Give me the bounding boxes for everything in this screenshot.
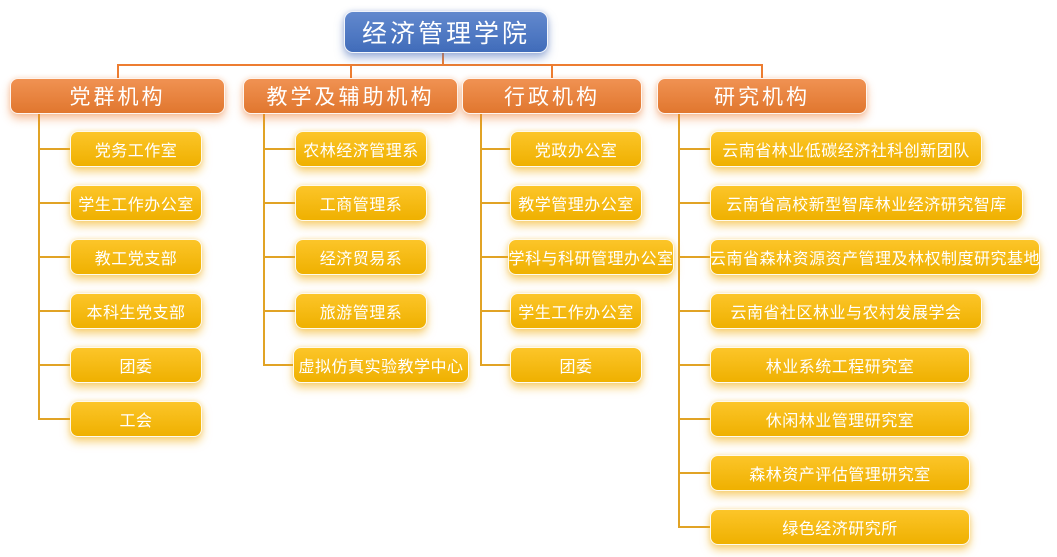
org-node-label: 学科与科研管理办公室	[508, 251, 674, 268]
group-header-teaching-support: 教学及辅助机构	[243, 78, 458, 114]
root-node: 经济管理学院	[344, 11, 548, 53]
org-node: 经济贸易系	[295, 239, 427, 275]
org-node: 工商管理系	[295, 185, 427, 221]
connector-line	[38, 256, 71, 258]
connector-line	[350, 64, 352, 78]
org-node-label: 党务工作室	[94, 143, 178, 160]
org-node-label: 教工党支部	[94, 251, 178, 268]
org-node-label: 工商管理系	[319, 197, 403, 214]
org-node: 森林资产评估管理研究室	[710, 455, 970, 491]
org-node: 休闲林业管理研究室	[710, 401, 970, 437]
connector-line	[117, 64, 119, 78]
org-node-label: 云南省高校新型智库林业经济研究智库	[726, 197, 1007, 214]
connector-line	[678, 472, 711, 474]
connector-line	[263, 256, 296, 258]
org-node: 林业系统工程研究室	[710, 347, 970, 383]
group-header-label: 研究机构	[714, 86, 810, 109]
connector-line	[678, 202, 711, 204]
connector-line	[678, 364, 711, 366]
connector-line	[480, 364, 511, 366]
connector-line	[678, 148, 711, 150]
connector-line	[678, 256, 711, 258]
connector-line	[38, 418, 71, 420]
root-node-label: 经济管理学院	[361, 20, 530, 48]
group-header-label: 教学及辅助机构	[266, 86, 435, 109]
connector-line	[38, 364, 71, 366]
org-node: 云南省森林资源资产管理及林权制度研究基地	[710, 239, 1040, 275]
org-node-label: 学生工作办公室	[78, 197, 194, 214]
org-node: 云南省社区林业与农村发展学会	[710, 293, 982, 329]
connector-line	[442, 52, 444, 65]
group-header-party-mass: 党群机构	[10, 78, 225, 114]
org-node-label: 农林经济管理系	[303, 143, 419, 160]
connector-line	[480, 202, 511, 204]
org-node-label: 旅游管理系	[319, 305, 403, 322]
org-node-label: 绿色经济研究所	[782, 521, 898, 538]
org-node: 本科生党支部	[70, 293, 202, 329]
org-node-label: 云南省林业低碳经济社科创新团队	[722, 143, 970, 160]
org-node-label: 林业系统工程研究室	[765, 359, 915, 376]
org-node: 团委	[510, 347, 642, 383]
org-node: 团委	[70, 347, 202, 383]
org-node: 教学管理办公室	[510, 185, 642, 221]
connector-line	[480, 310, 511, 312]
group-header-research: 研究机构	[657, 78, 867, 114]
org-node: 云南省林业低碳经济社科创新团队	[710, 131, 982, 167]
connector-line	[480, 148, 511, 150]
org-node-label: 虚拟仿真实验教学中心	[298, 359, 464, 376]
connector-line	[263, 364, 294, 366]
org-node-label: 工会	[119, 413, 153, 430]
connector-line	[551, 64, 553, 78]
connector-line	[263, 114, 265, 365]
org-node: 党政办公室	[510, 131, 642, 167]
org-node-label: 云南省社区林业与农村发展学会	[730, 305, 962, 322]
org-node: 绿色经济研究所	[710, 509, 970, 545]
org-node: 学生工作办公室	[510, 293, 642, 329]
connector-line	[263, 310, 296, 312]
org-node: 农林经济管理系	[295, 131, 427, 167]
org-node: 云南省高校新型智库林业经济研究智库	[710, 185, 1023, 221]
org-node-label: 休闲林业管理研究室	[765, 413, 915, 430]
org-node: 虚拟仿真实验教学中心	[293, 347, 469, 383]
connector-line	[38, 310, 71, 312]
org-node-label: 党政办公室	[534, 143, 618, 160]
org-node-label: 团委	[559, 359, 593, 376]
org-node-label: 经济贸易系	[319, 251, 403, 268]
org-node-label: 本科生党支部	[86, 305, 186, 322]
connector-line	[480, 114, 482, 365]
group-header-label: 行政机构	[504, 86, 600, 109]
org-node: 党务工作室	[70, 131, 202, 167]
connector-line	[480, 256, 509, 258]
org-node-label: 森林资产评估管理研究室	[749, 467, 931, 484]
org-node-label: 云南省森林资源资产管理及林权制度研究基地	[710, 251, 1041, 268]
connector-line	[678, 418, 711, 420]
connector-line	[263, 202, 296, 204]
connector-line	[678, 310, 711, 312]
connector-line	[38, 202, 71, 204]
connector-line	[117, 64, 762, 66]
org-node-label: 团委	[119, 359, 153, 376]
group-header-label: 党群机构	[69, 86, 166, 109]
org-node: 旅游管理系	[295, 293, 427, 329]
connector-line	[678, 114, 680, 527]
org-node-label: 学生工作办公室	[518, 305, 634, 322]
org-node: 学生工作办公室	[70, 185, 202, 221]
connector-line	[38, 114, 40, 419]
connector-line	[761, 64, 763, 78]
group-header-administrative: 行政机构	[462, 78, 642, 114]
org-node: 工会	[70, 401, 202, 437]
connector-line	[263, 148, 296, 150]
org-node: 教工党支部	[70, 239, 202, 275]
org-node: 学科与科研管理办公室	[508, 239, 674, 275]
connector-line	[678, 526, 711, 528]
org-node-label: 教学管理办公室	[518, 197, 634, 214]
connector-line	[38, 148, 71, 150]
